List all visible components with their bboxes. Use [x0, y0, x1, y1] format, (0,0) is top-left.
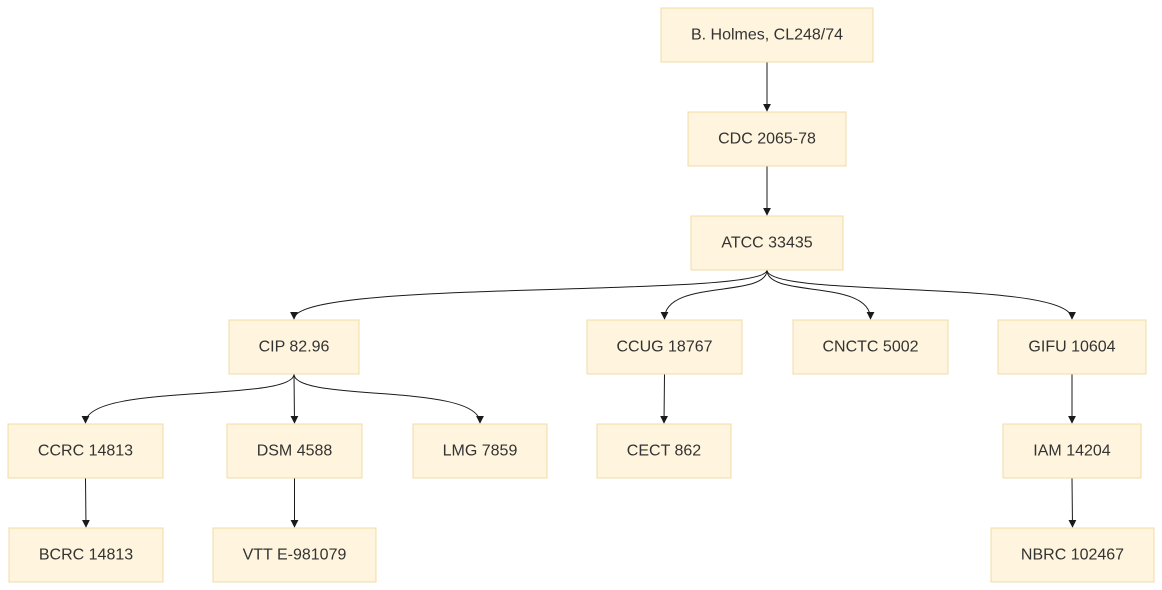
- node-ccrc: CCRC 14813: [7, 423, 164, 479]
- node-box: [1002, 423, 1142, 479]
- node-label: CNCTC 5002: [822, 339, 918, 356]
- node-box: [212, 527, 377, 583]
- node-holmes: B. Holmes, CL248/74: [660, 7, 874, 63]
- node-box: [228, 319, 360, 375]
- node-box: [586, 319, 743, 375]
- node-label: CCUG 18767: [616, 339, 712, 356]
- edge-cip-to-lmg: [293, 373, 484, 424]
- node-dsm: DSM 4588: [226, 423, 363, 479]
- node-label: DSM 4588: [257, 443, 333, 460]
- node-box: [660, 7, 874, 63]
- node-box: [990, 527, 1155, 583]
- node-label: ATCC 33435: [721, 235, 812, 252]
- node-box: [412, 423, 548, 479]
- node-label: CECT 862: [627, 443, 702, 460]
- edge-atcc-to-ccug: [660, 269, 768, 320]
- node-box: [690, 215, 844, 271]
- node-box: [687, 111, 847, 167]
- node-box: [8, 527, 164, 583]
- node-label: CCRC 14813: [38, 443, 133, 460]
- edge-ccug-to-cect: [660, 373, 669, 424]
- node-label: B. Holmes, CL248/74: [691, 27, 843, 44]
- node-ccug: CCUG 18767: [586, 319, 743, 375]
- node-label: BCRC 14813: [39, 547, 133, 564]
- node-label: CDC 2065-78: [718, 131, 816, 148]
- edge-iam-to-nbrc: [1068, 477, 1077, 528]
- node-iam: IAM 14204: [1002, 423, 1142, 479]
- node-cdc: CDC 2065-78: [687, 111, 847, 167]
- node-box: [596, 423, 732, 479]
- node-label: GIFU 10604: [1028, 339, 1115, 356]
- node-label: NBRC 102467: [1021, 547, 1124, 564]
- edge-cip-to-ccrc: [81, 373, 295, 424]
- edge-cip-to-dsm: [290, 373, 299, 424]
- node-cect: CECT 862: [596, 423, 732, 479]
- node-atcc: ATCC 33435: [690, 215, 844, 271]
- node-box: [792, 319, 949, 375]
- node-label: VTT E-981079: [243, 547, 347, 564]
- node-box: [7, 423, 164, 479]
- node-cip: CIP 82.96: [228, 319, 360, 375]
- node-vtt: VTT E-981079: [212, 527, 377, 583]
- node-box: [997, 319, 1147, 375]
- node-cnctc: CNCTC 5002: [792, 319, 949, 375]
- node-nbrc: NBRC 102467: [990, 527, 1155, 583]
- edge-atcc-to-cip: [290, 269, 768, 320]
- node-label: LMG 7859: [443, 443, 518, 460]
- edges-layer: [81, 62, 1077, 528]
- node-lmg: LMG 7859: [412, 423, 548, 479]
- node-gifu: GIFU 10604: [997, 319, 1147, 375]
- node-box: [226, 423, 363, 479]
- edge-ccrc-to-bcrc: [81, 477, 90, 528]
- edge-atcc-to-cnctc: [766, 269, 875, 320]
- edge-atcc-to-gifu: [766, 269, 1076, 320]
- node-label: CIP 82.96: [259, 339, 330, 356]
- node-label: IAM 14204: [1033, 443, 1110, 460]
- node-bcrc: BCRC 14813: [8, 527, 164, 583]
